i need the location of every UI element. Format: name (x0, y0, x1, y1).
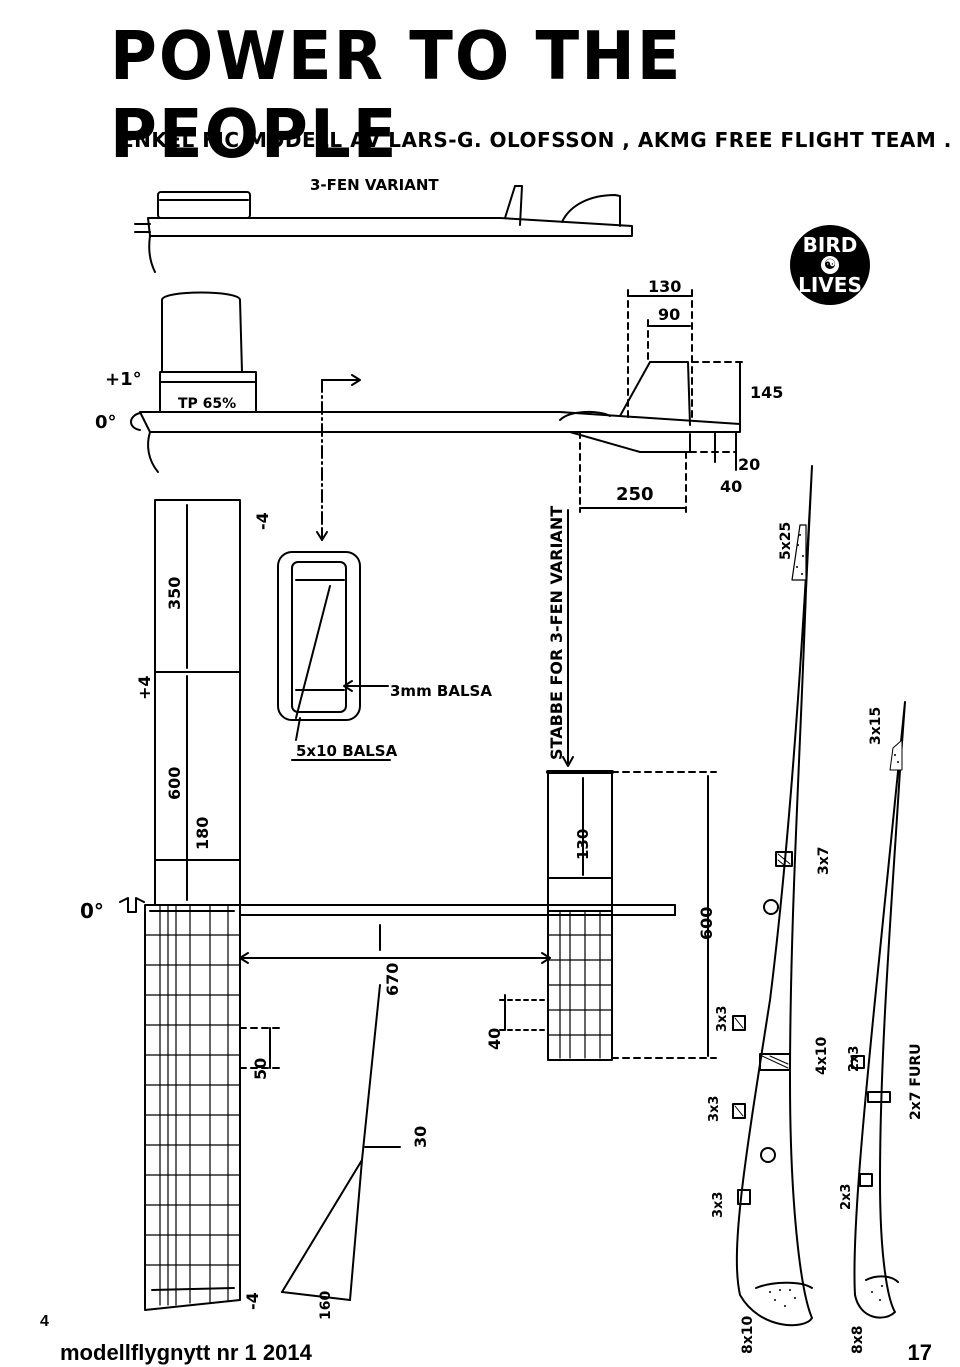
dim-plus4-label: +4 (135, 675, 154, 700)
dim-180-label: 180 (193, 817, 212, 850)
fuselage-boom-top (239, 904, 676, 916)
stab-section-small: 3x15 2x3 2x7 FURU 2x3 8x8 (839, 701, 924, 1354)
stabbe-label: STABBE FOR 3-FEN VARIANT (547, 506, 566, 760)
spar-3x7-label: 3x7 (816, 846, 832, 875)
incidence-zero-top-label: 0° (95, 412, 117, 433)
balsa-5x10-label: 5x10 BALSA (296, 742, 398, 760)
spar-3x3-a-label: 3x3 (715, 1006, 730, 1032)
wing-planform: 350 600 180 +4 -4 0° (80, 499, 551, 1320)
wing-section-large: 5x25 3x7 3x3 4x10 3x3 3x3 8x10 (707, 465, 832, 1354)
dim-160-label: 160 (318, 1291, 334, 1320)
spar-4x10-label: 4x10 (814, 1036, 830, 1075)
dim-350-label: 350 (165, 577, 184, 610)
dim-30-label: 30 (411, 1126, 430, 1148)
spar-8x8-label: 8x8 (850, 1325, 866, 1354)
stabilizer-planform: 130 600 40 STABBE FOR 3-FEN VARIANT (485, 506, 717, 1061)
spar-8x10-label: 8x10 (740, 1315, 756, 1354)
magazine-name: modellflygnytt nr 1 2014 (60, 1340, 312, 1365)
logo-line-2: LIVES (798, 273, 862, 297)
incidence-plus-label: +1° (105, 369, 142, 390)
spar-5x25-label: 5x25 (778, 522, 794, 560)
variant-label: 3-FEN VARIANT (310, 176, 439, 194)
logo-line-1: BIRD (802, 233, 858, 257)
dim-50-label: 50 (251, 1058, 270, 1080)
spar-3x3-b-label: 3x3 (707, 1096, 722, 1122)
dim-145-label: 145 (750, 383, 783, 402)
tp-percent-label: TP 65% (178, 396, 236, 412)
dim-40-stab-label: 40 (485, 1028, 504, 1050)
spar-3x15-label: 3x15 (868, 707, 884, 745)
side-view-3-fin: 3-FEN VARIANT (134, 176, 633, 273)
page-number-right: 17 (907, 1340, 932, 1365)
dim-neg4-top-label: -4 (253, 512, 272, 530)
page-number-left: 4 (40, 1313, 49, 1330)
dim-130-label: 130 (648, 277, 681, 296)
page-title: POWER TO THE PEOPLE (110, 18, 683, 174)
dim-670-label: 670 (383, 963, 402, 996)
spar-3x3-c-label: 3x3 (711, 1192, 726, 1218)
balsa-3mm-label: 3mm BALSA (390, 682, 492, 700)
dim-20-label: 20 (738, 455, 760, 474)
dim-130-stab-label: 130 (574, 829, 592, 860)
dim-600-stab-label: 600 (697, 907, 716, 940)
dim-90-label: 90 (658, 305, 680, 324)
yin-yang-icon: ☯ (821, 256, 839, 274)
dim-600-wing-label: 600 (165, 767, 184, 800)
spar-2x3-a-label: 2x3 (847, 1046, 862, 1072)
page-subtitle: ENKEL FIC MODELL AV LARS-G. OLOFSSON , A… (120, 128, 952, 152)
bird-lives-logo: BIRD ☯ LIVES (790, 225, 870, 305)
dim-250-label: 250 (616, 484, 654, 505)
pod-cross-section: 3mm BALSA 5x10 BALSA (277, 551, 492, 761)
dim-40-fus-label: 40 (720, 477, 742, 496)
side-view-main: +1° 0° TP 65% 130 90 145 20 40 250 (95, 277, 783, 541)
dim-neg4-bottom-label: -4 (243, 1292, 262, 1310)
spar-2x7-label: 2x7 FURU (908, 1044, 924, 1120)
spar-2x3-b-label: 2x3 (839, 1184, 854, 1210)
incidence-zero-wing-label: 0° (80, 899, 104, 923)
